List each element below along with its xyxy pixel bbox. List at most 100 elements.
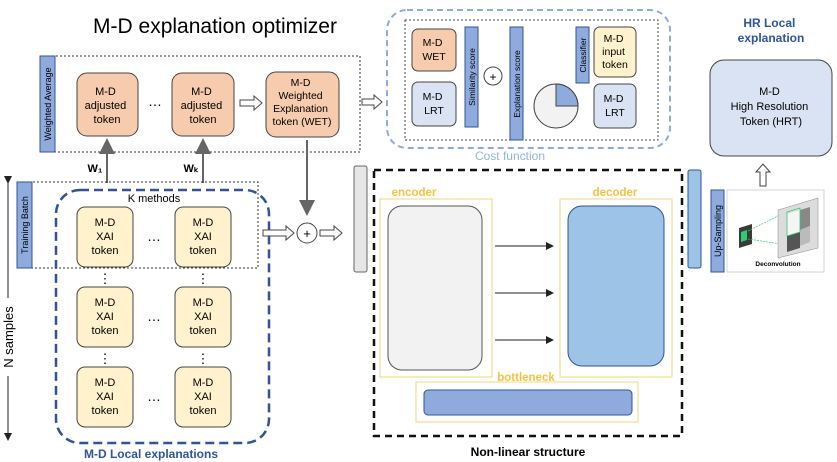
vertical-dots: ⋮ (99, 271, 112, 286)
vertical-dots: ⋮ (197, 271, 210, 286)
training-batch-bar (16, 181, 33, 269)
svg-text:M-D WET: M-D WET (422, 37, 446, 63)
hollow-arrow-adjusted-to-wet (239, 94, 263, 112)
cost-inner-box (404, 19, 659, 141)
cost-lrt-line: M-D (604, 93, 624, 105)
ellipsis: … (147, 308, 161, 324)
svg-text:M-D LRT: M-D LRT (604, 93, 627, 119)
xai-token-line: M-D (95, 217, 116, 229)
xai-token-line: XAI (194, 231, 212, 243)
cost-wet-line: WET (422, 51, 446, 63)
wet-token-line: token (WET) (273, 116, 332, 128)
xai-token-line: token (92, 245, 119, 257)
svg-text:M-D High Resolution: M-D High Resolution Token (HRT) (731, 86, 812, 128)
adjusted-token-1: M-D adjusted token (76, 72, 139, 137)
decoder-label: decoder (593, 187, 638, 199)
non-linear-structure-label: Non-linear structure (471, 445, 586, 459)
input-token: M-D input token (593, 26, 637, 78)
input-bar (353, 165, 368, 273)
n-samples-label: N samples (1, 306, 16, 368)
xai-token-line: token (190, 325, 217, 337)
svg-text:M-D adjusted token: M-D adjusted token (181, 86, 226, 126)
up-sampling-bar (710, 189, 725, 273)
hollow-arrow-plus-to-encoder (319, 224, 343, 242)
up-sampling-label: Up-Sampling (713, 205, 723, 257)
vertical-dots: ⋮ (99, 351, 112, 366)
bottleneck-block (423, 389, 633, 416)
adjusted-token-line: adjusted (85, 100, 127, 112)
output-bar (687, 169, 702, 269)
classifier-bar (575, 26, 590, 84)
bottleneck-label: bottleneck (497, 372, 555, 384)
explanation-pie-chart (533, 83, 579, 129)
plus-sign: + (303, 226, 311, 241)
adjusted-token-line: token (94, 114, 121, 126)
cost-wet-token: M-D WET (411, 28, 457, 72)
xai-token-line: XAI (194, 311, 212, 323)
cost-wet-line: M-D (423, 37, 443, 49)
cost-function-box (386, 9, 671, 149)
xai-token-line: XAI (96, 311, 114, 323)
hr-title: HR Local explanation (738, 16, 805, 45)
encoder-section (379, 198, 493, 378)
encoder-block (387, 205, 483, 371)
xai-token-line: M-D (95, 377, 116, 389)
pie-slice (555, 83, 579, 107)
explanation-score-label: Explanation score (512, 50, 522, 118)
xai-token-line: XAI (194, 391, 212, 403)
cost-plus-sign: + (489, 70, 496, 84)
similarity-score-bar (464, 26, 479, 128)
vertical-dots: ⋮ (197, 351, 210, 366)
cost-lrt-line: M-D (423, 91, 443, 103)
adjusted-token-line: M-D (95, 86, 116, 98)
deconvolution-illustration: Deconvolution (726, 189, 825, 273)
encoder-label: encoder (392, 187, 437, 199)
hollow-arrow-to-hrt (754, 163, 772, 187)
hr-title-line: explanation (738, 31, 805, 45)
xai-token-line: M-D (95, 297, 116, 309)
adjusted-token-k: M-D adjusted token (171, 72, 235, 137)
wet-token-line: M-D (291, 77, 311, 89)
cost-function-label: Cost function (475, 149, 545, 163)
wet-token-line: Weighted (278, 90, 322, 102)
weighted-average-bar (39, 55, 56, 153)
non-linear-structure-box (372, 168, 684, 438)
decoder-block (567, 205, 665, 367)
cost-lrt-token-right: M-D LRT (593, 83, 637, 129)
hrt-token: M-D High Resolution Token (HRT) (709, 59, 833, 157)
n-samples-axis: N samples (1, 176, 16, 441)
input-token-line: M-D (604, 33, 624, 45)
hrt-token-line: M-D (759, 86, 780, 98)
xai-token-line: token (92, 405, 119, 417)
plus-circle (296, 222, 318, 244)
xai-token-line: XAI (96, 391, 114, 403)
ellipsis: … (147, 228, 161, 244)
deconvolution-label: Deconvolution (755, 261, 800, 268)
hrt-token-line: Token (HRT) (740, 116, 802, 128)
wet-token-line: Explanation (273, 103, 328, 115)
svg-text:M-D adjusted token: M-D adjusted token (85, 86, 130, 126)
cost-lrt-token-left: M-D LRT (411, 81, 457, 127)
bottleneck-section (415, 381, 639, 423)
classifier-label: Classifier (578, 37, 588, 72)
w1-label: W₁ (88, 163, 103, 175)
diagram-title: M-D explanation optimizer (93, 15, 337, 38)
local-explanations-label: M-D Local explanations (84, 447, 218, 461)
hollow-arrow-wet-to-cost (361, 93, 383, 111)
xai-token-line: XAI (96, 231, 114, 243)
cost-lrt-line: LRT (605, 107, 625, 119)
xai-token-line: token (190, 245, 217, 257)
wk-label: Wₖ (183, 163, 198, 175)
